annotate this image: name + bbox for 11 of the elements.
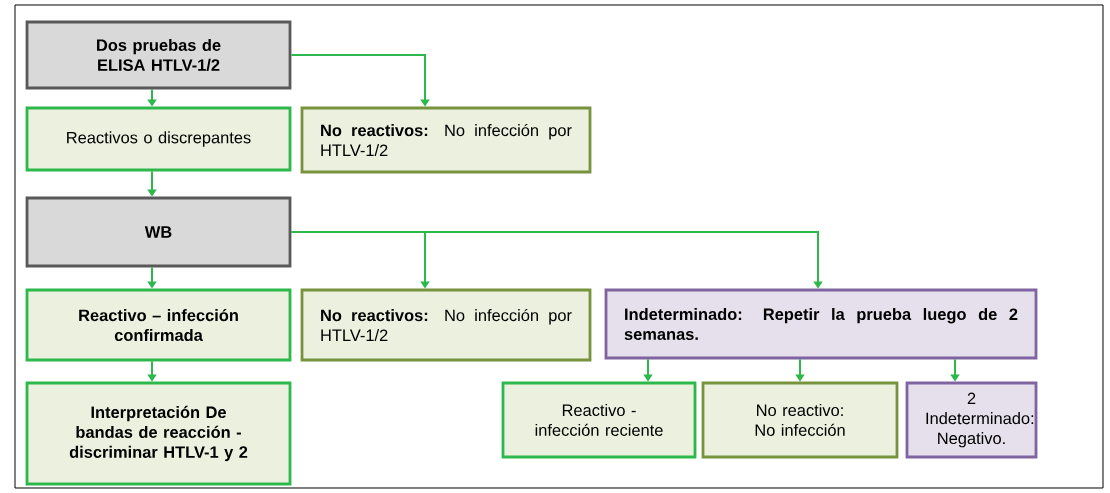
result-box: 2 Indeterminado: Negativo.: [905, 381, 1038, 459]
result-box: Reactivo - infección reciente: [501, 381, 697, 459]
result-box: No reactivo: No infección: [701, 381, 899, 459]
step-box: WB: [25, 196, 292, 268]
result-box: No reactivos: No infección por HTLV-1/2: [300, 288, 592, 362]
result-box: Indeterminado: Repetir la prueba luego de 2 semanas.: [604, 288, 1038, 360]
result-box: Reactivos o discrepantes: [25, 106, 292, 172]
result-box: Interpretación De bandas de reacción - discriminar HTLV-1 y 2: [25, 381, 292, 486]
result-box: Reactivo – infección confirmada: [25, 288, 292, 362]
step-box: Dos pruebas de ELISA HTLV-1/2: [25, 20, 292, 90]
result-box: No reactivos: No infección por HTLV-1/2: [300, 106, 592, 174]
